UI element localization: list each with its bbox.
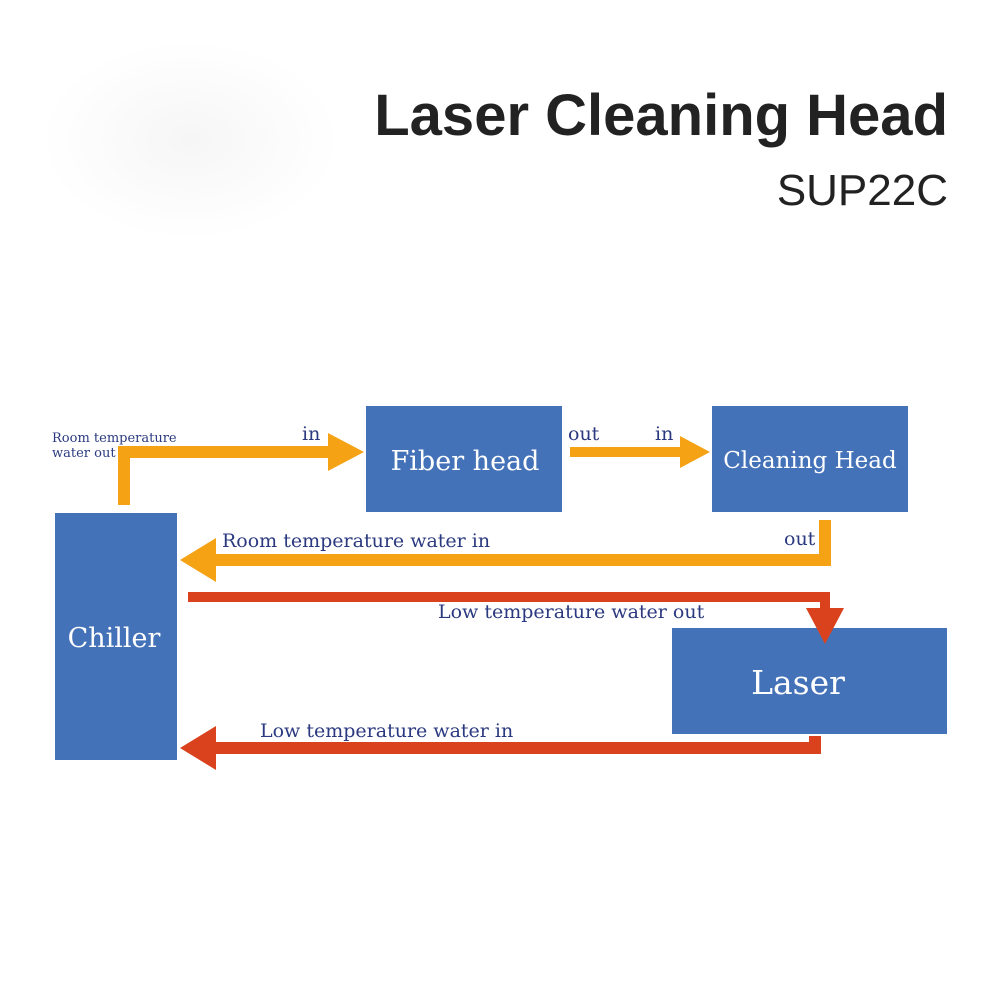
chiller-label: Chiller: [68, 623, 161, 654]
laser-box: [672, 628, 947, 734]
fiber-head-label: Fiber head: [391, 446, 540, 477]
low-water-out-arrow: [188, 592, 844, 644]
chiller-box: [55, 513, 177, 760]
cleaning-head-box: [712, 406, 908, 512]
fiber-out-label: out: [568, 423, 600, 445]
cleaning-out-label: out: [784, 528, 816, 550]
page-title: Laser Cleaning Head: [374, 83, 948, 148]
fiber-to-cleaning-arrow: [570, 436, 710, 468]
low-water-in-arrow: [180, 726, 821, 770]
fiber-head-box: [366, 406, 562, 512]
laser-label: Laser: [751, 663, 845, 702]
low-water-in-label: Low temperature water in: [260, 720, 513, 742]
cleaning-in-label: in: [655, 423, 673, 445]
model-number: SUP22C: [776, 166, 948, 215]
cleaning-head-label: Cleaning Head: [723, 448, 897, 474]
blurred-logo: [40, 40, 340, 240]
room-water-in-arrow: [180, 520, 831, 582]
room-water-out-arrow: [118, 433, 364, 505]
room-water-out-label-line1: Room temperature: [52, 431, 177, 446]
fiber-in-label: in: [302, 423, 320, 445]
room-water-out-label-line2: water out: [52, 446, 116, 461]
room-water-in-label: Room temperature water in: [222, 530, 490, 552]
low-water-out-label: Low temperature water out: [438, 601, 705, 623]
